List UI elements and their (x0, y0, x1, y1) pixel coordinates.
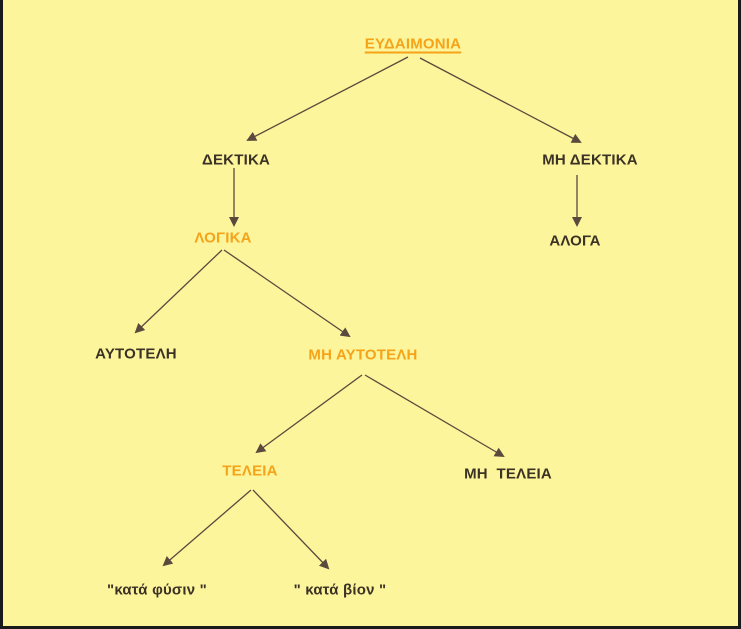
arrow-logika-to-autoteli (134, 249, 223, 334)
arrow-root-to-mi-dektika (419, 57, 582, 143)
arrow-mi-autoteli-to-mi-teleia (364, 374, 505, 458)
node-dektika: ΔΕΚΤΙΚΑ (201, 151, 271, 169)
arrow-logika-to-mi-autoteli (223, 249, 351, 338)
node-eudaimonia: ΕΥΔΑΙΜΟΝΙΑ (364, 35, 462, 53)
node-aloga: ΑΛΟΓΑ (549, 232, 601, 250)
arrows-layer (134, 56, 582, 570)
node-mi-teleia: ΜΗ ΤΕΛΕΙΑ (464, 465, 552, 483)
arrow-teleia-to-kata-fysin (162, 489, 252, 567)
arrow-root-to-dektika (246, 56, 409, 141)
arrow-teleia-to-kata-vion (252, 489, 330, 570)
node-kata-fysin: "κατά φύσιν " (107, 581, 207, 599)
node-teleia: ΤΕΛΕΙΑ (222, 462, 278, 480)
node-kata-vion: " κατά βίον " (293, 581, 387, 599)
node-autoteli: ΑΥΤΟΤΕΛΗ (95, 345, 177, 363)
diagram-canvas: ΕΥΔΑΙΜΟΝΙΑ ΔΕΚΤΙΚΑ ΜΗ ΔΕΚΤΙΚΑ ΛΟΓΙΚΑ ΑΛΟ… (3, 0, 738, 626)
node-mi-dektika: ΜΗ ΔΕΚΤΙΚΑ (542, 151, 638, 169)
node-logika: ΛΟΓΙΚΑ (194, 229, 252, 247)
node-mi-autoteli: ΜΗ ΑΥΤΟΤΕΛΗ (308, 346, 418, 364)
arrow-mi-autoteli-to-teleia (255, 374, 363, 454)
